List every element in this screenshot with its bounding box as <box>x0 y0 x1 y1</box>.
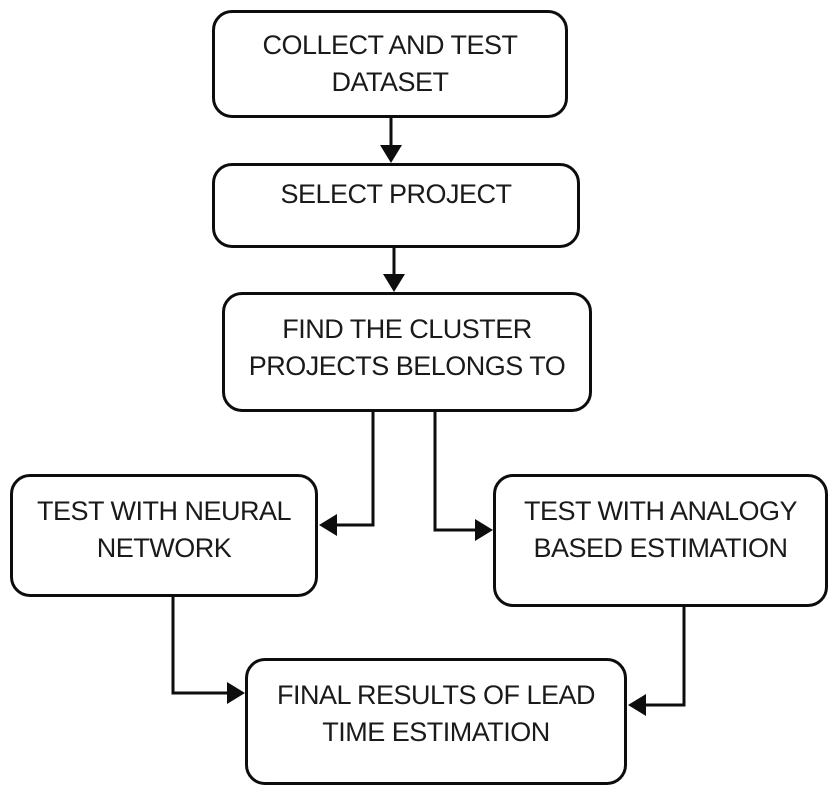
arrow-select-to-cluster <box>383 248 405 292</box>
node-label-line: PROJECTS BELONGS TO <box>248 351 566 381</box>
node-label-line: NETWORK <box>96 533 232 563</box>
node-label-line: TEST WITH NEURAL <box>36 496 292 526</box>
arrow-analogy-to-final <box>628 605 686 716</box>
node-analogy-estimation: TEST WITH ANALOGY BASED ESTIMATION <box>493 474 828 607</box>
node-final-results: FINAL RESULTS OF LEAD TIME ESTIMATION <box>245 658 627 785</box>
arrow-cluster-to-neural <box>319 410 375 536</box>
node-collect-dataset: COLLECT AND TEST DATASET <box>212 10 568 118</box>
node-select-project: SELECT PROJECT <box>212 163 580 248</box>
node-find-cluster: FIND THE CLUSTER PROJECTS BELONGS TO <box>222 292 592 412</box>
node-label-line: FINAL RESULTS OF LEAD <box>276 680 596 710</box>
node-label-line: BASED ESTIMATION <box>533 533 788 563</box>
arrow-collect-to-select <box>380 118 402 163</box>
node-neural-network: TEST WITH NEURAL NETWORK <box>10 474 318 597</box>
node-label-line: TEST WITH ANALOGY <box>523 496 798 526</box>
node-label-line: TIME ESTIMATION <box>322 717 550 747</box>
arrow-cluster-to-analogy <box>433 410 493 541</box>
node-label-line: COLLECT AND TEST <box>262 30 518 60</box>
node-label-line: FIND THE CLUSTER <box>282 314 532 344</box>
arrow-neural-to-final <box>171 595 245 704</box>
node-label-line: SELECT PROJECT <box>280 179 512 209</box>
node-label-line: DATASET <box>331 67 449 97</box>
